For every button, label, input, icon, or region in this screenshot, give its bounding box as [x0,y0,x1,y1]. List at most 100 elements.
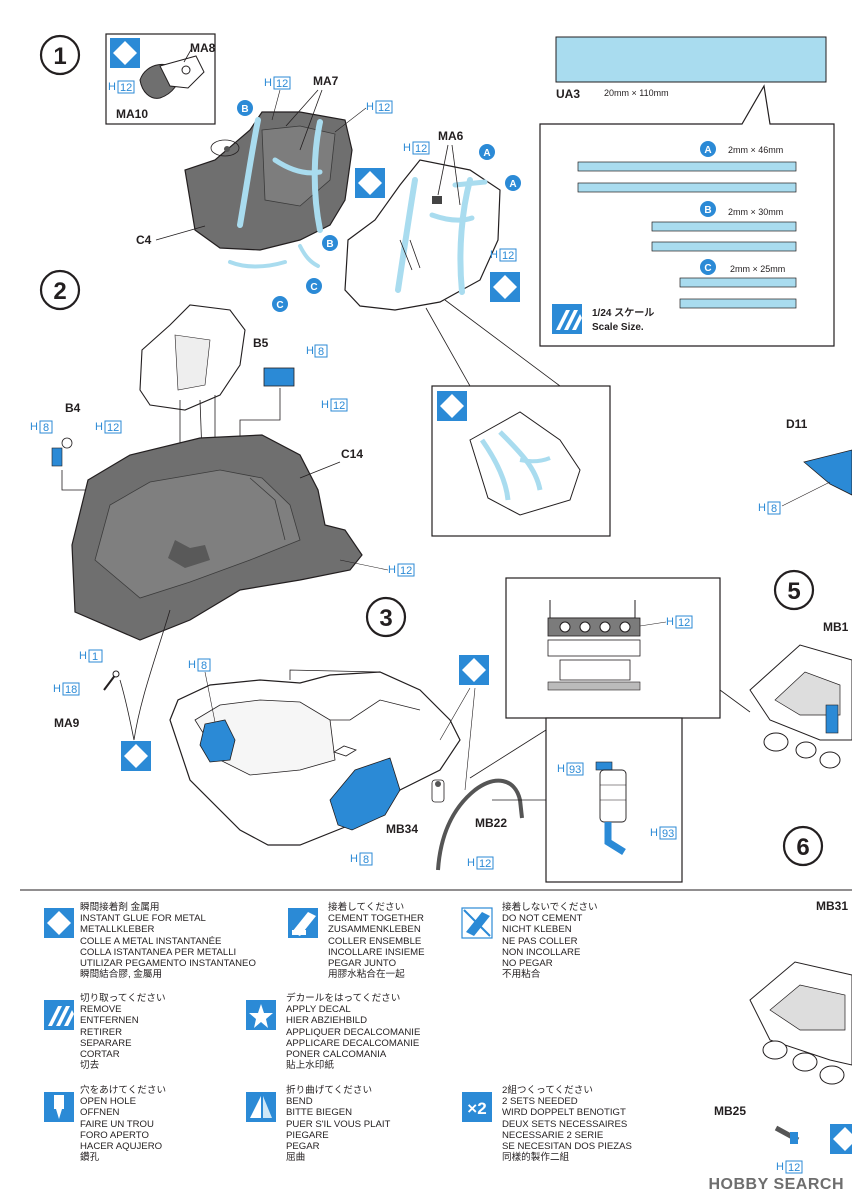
svg-text:12: 12 [678,617,690,629]
svg-text:8: 8 [363,854,369,866]
svg-text:A: A [704,145,711,156]
svg-text:8: 8 [318,346,324,358]
svg-text:H: H [403,142,411,154]
paint-h12-b5: H 12 [321,398,348,412]
part-label-ma10: MA10 [116,107,148,121]
watermark: HOBBY SEARCH [708,1176,844,1193]
ua3-size: 20mm × 110mm [604,88,669,98]
svg-text:H: H [388,564,396,576]
svg-text:A: A [509,179,516,190]
step-3: 3 H 8 H 8 MB34 MB22 H 12 [169,577,751,883]
svg-text:H: H [490,249,498,261]
ua3-code: UA3 [556,87,580,101]
hose-mb22 [436,778,524,871]
paint-h12-b: H 12 [366,100,393,114]
strip-c-size: 2mm × 25mm [730,264,785,274]
part-label-c4: C4 [136,233,152,247]
part-d11 [803,449,852,496]
glue-metal-icon [490,272,520,302]
badge-b-1: B [237,100,253,116]
paint-h12-engine: H 12 [666,615,693,629]
paint-h1: H 1 [79,649,103,663]
part-label-mb22: MB22 [475,816,507,830]
part-label-mb25: MB25 [714,1104,746,1118]
badge-a-2: A [505,175,521,191]
right-column: D11 H 8 5 MB1 6 MB31 MB25 H 12 [714,417,852,1174]
svg-text:B: B [326,239,333,250]
part-label-d11: D11 [786,417,808,431]
part-b4 [51,447,63,467]
glue-metal-icon [830,1124,852,1154]
svg-text:12: 12 [400,565,412,577]
paint-h8-d11: H 8 [758,501,781,515]
svg-text:H: H [321,399,329,411]
svg-text:12: 12 [276,78,288,90]
svg-text:B: B [241,104,248,115]
glue-metal-icon [355,168,385,198]
glue-metal-icon [459,655,489,685]
step-3-number: 3 [379,605,392,632]
svg-text:12: 12 [415,143,427,155]
svg-text:H: H [776,1161,784,1173]
paint-h93-a: H 93 [557,762,584,776]
badge-b-2: B [322,235,338,251]
svg-text:A: A [483,148,490,159]
svg-text:H: H [306,345,314,357]
part-label-b4: B4 [65,401,81,415]
badge-c-1: C [306,278,322,294]
svg-text:C: C [276,300,283,311]
paint-h12-c: H 12 [108,80,135,94]
ua3-decal-sheet: UA3 20mm × 110mm A 2mm × 46mm B 2mm × 30… [539,36,835,347]
svg-text:93: 93 [662,828,674,840]
svg-text:1: 1 [92,651,98,663]
part-label-ma7: MA7 [313,74,339,88]
svg-text:H: H [758,502,766,514]
ua3-sheet [555,36,827,83]
part-label-ma6: MA6 [438,129,464,143]
paint-h8-b4: H 8 [30,420,53,434]
part-label-mb34: MB34 [386,822,418,836]
svg-text:12: 12 [378,102,390,114]
step-5-number: 5 [787,578,800,605]
part-label-ma9: MA9 [54,716,80,730]
glue-metal-icon [110,38,140,68]
svg-text:H: H [264,77,272,89]
svg-text:H: H [366,101,374,113]
paint-h8-tub-floor: H 8 [350,852,373,866]
paint-h18: H 18 [53,682,80,696]
legend-icon-hole [44,1092,74,1122]
svg-text:H: H [557,763,565,775]
paint-h12-mb25: H 12 [776,1160,803,1174]
svg-text:H: H [79,650,87,662]
strip-b-size: 2mm × 30mm [728,207,783,217]
paint-h8-tub-top: H 8 [188,658,211,672]
part-label-mb1: MB1 [823,620,849,634]
paint-h8-b5: H 8 [306,344,328,358]
svg-text:C: C [310,282,317,293]
part-label-c14: C14 [341,447,363,461]
svg-text:12: 12 [107,422,119,434]
svg-text:H: H [95,421,103,433]
scale-en: Scale Size. [592,322,644,333]
svg-text:12: 12 [788,1162,800,1174]
svg-text:H: H [650,827,658,839]
legend-icon-two-sets: ×2 [462,1092,492,1122]
badge-a-1: A [479,144,495,160]
svg-text:12: 12 [479,858,491,870]
svg-text:C: C [704,263,711,274]
paint-h12-mb22: H 12 [467,856,494,870]
legend-icon-glue-metal [44,908,74,938]
svg-text:H: H [666,616,674,628]
badge-c-2: C [272,296,288,312]
part-label-b5: B5 [253,336,269,350]
svg-text:12: 12 [120,82,132,94]
blue-panel-left [199,719,236,763]
